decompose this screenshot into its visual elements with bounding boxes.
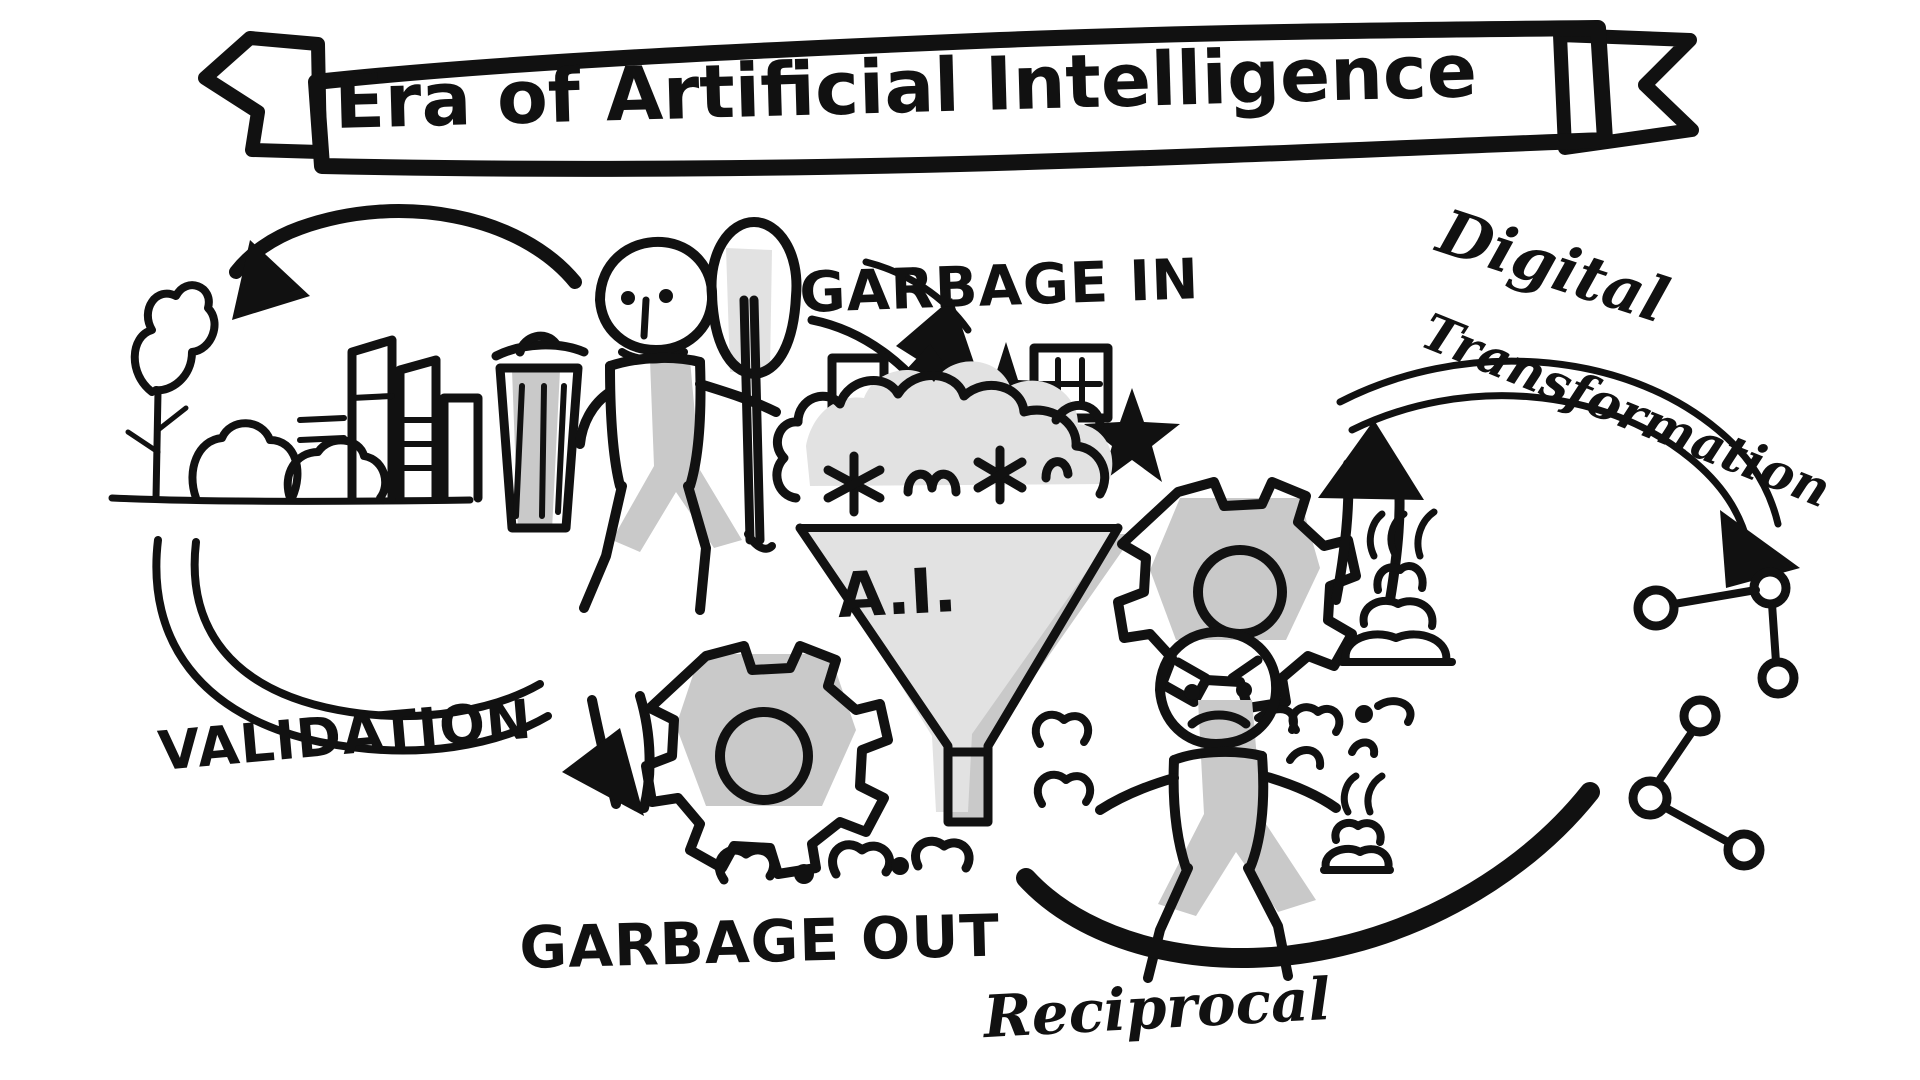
funnel-label: A.I. bbox=[835, 553, 958, 632]
ground-line bbox=[108, 494, 474, 505]
transformation-label: Transformation bbox=[1414, 301, 1840, 519]
garbage-out-cluster: GARBAGE OUT bbox=[519, 836, 1001, 982]
center-funnel-cluster: A.I. GARBAGE IN bbox=[772, 247, 1200, 827]
validation-arc-inner bbox=[190, 538, 544, 721]
dt-arc-inner bbox=[1348, 392, 1752, 548]
banner: Era of Artificial Intelligence bbox=[198, 20, 1699, 177]
digital-transformation-cluster: Digital Transformation bbox=[1336, 194, 1840, 871]
transformation-gear-icon bbox=[1113, 477, 1361, 713]
banner-tail-right bbox=[1553, 28, 1699, 155]
trash-bin-icon bbox=[491, 331, 589, 533]
transformation-up-arrow bbox=[1318, 420, 1424, 605]
reciprocal-arc bbox=[1016, 782, 1600, 968]
reciprocal-label: Reciprocal bbox=[980, 965, 1332, 1051]
debris-star-2-icon bbox=[1084, 388, 1180, 482]
funnel-icon: A.I. bbox=[795, 523, 1134, 827]
validation-gear-icon bbox=[641, 641, 893, 879]
garbage-out-label: GARBAGE OUT bbox=[519, 901, 1001, 982]
validation-cluster: VALIDATION bbox=[152, 536, 893, 879]
cloud-marks bbox=[823, 445, 1073, 517]
tree-icon bbox=[125, 281, 219, 502]
validation-arc-outer bbox=[152, 536, 552, 755]
network-nodes-top bbox=[1633, 567, 1799, 699]
banner-body bbox=[308, 20, 1613, 177]
stink-pile-small-icon bbox=[1320, 772, 1394, 874]
left-city-cluster bbox=[108, 217, 802, 615]
smoke-squiggles-out bbox=[714, 836, 974, 885]
stink-pile-large-icon bbox=[1338, 508, 1456, 666]
network-nodes-bottom bbox=[1628, 695, 1765, 871]
angry-user-cluster: Reciprocal bbox=[980, 508, 1600, 1051]
dt-arc-outer bbox=[1336, 357, 1782, 528]
transformation-gear-cluster bbox=[1113, 420, 1424, 713]
banner-tail-left bbox=[198, 31, 327, 159]
feedback-arrow-to-city bbox=[229, 204, 582, 320]
banner-title: Era of Artificial Intelligence bbox=[333, 28, 1478, 146]
user-squiggles bbox=[1031, 697, 1415, 808]
validation-label: VALIDATION bbox=[156, 688, 535, 783]
dt-arc-arrowhead bbox=[1720, 510, 1800, 588]
garbage-cloud bbox=[772, 361, 1113, 517]
validation-down-arrow bbox=[562, 691, 655, 816]
garbage-in-label: GARBAGE IN bbox=[798, 247, 1200, 326]
shovel-icon bbox=[706, 217, 802, 553]
buildings-icon bbox=[297, 335, 483, 503]
